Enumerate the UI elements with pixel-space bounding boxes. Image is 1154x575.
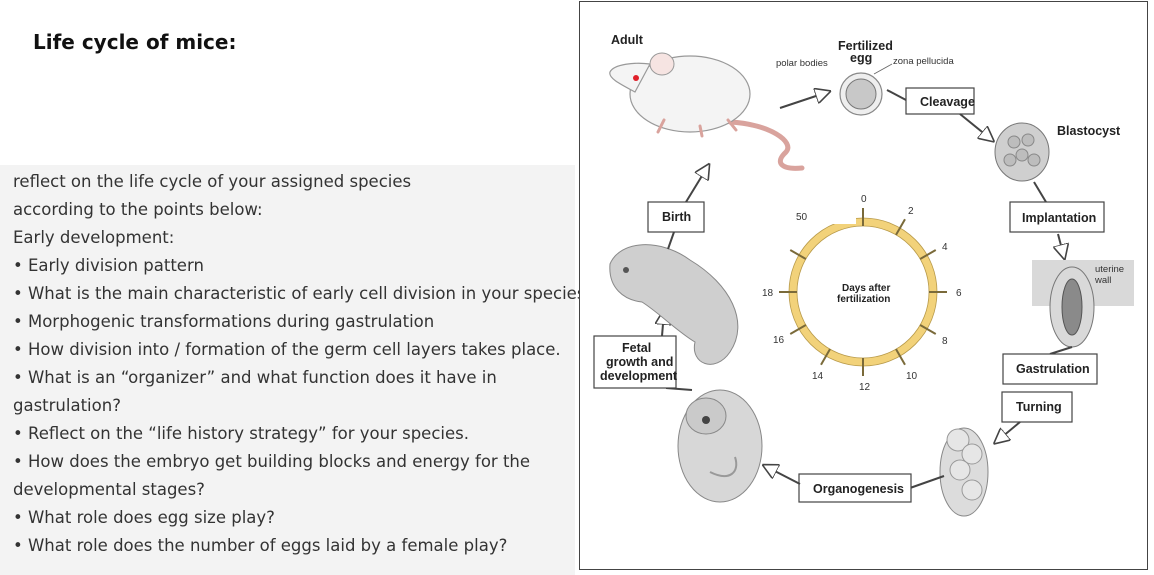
note-line: • What is the main characteristic of ear… bbox=[13, 284, 595, 303]
blastocyst bbox=[994, 122, 1050, 182]
tick-label-10: 10 bbox=[906, 371, 918, 382]
arrow-cleavage-to-blastocyst bbox=[959, 113, 992, 140]
box-turning bbox=[1001, 391, 1073, 423]
clock-tick bbox=[895, 218, 906, 236]
note-line: reflect on the life cycle of your assign… bbox=[13, 172, 412, 191]
label-implantation: Implantation bbox=[1022, 211, 1096, 225]
arrow-blastocyst-to-implantation bbox=[1033, 181, 1047, 203]
arrow-uterus-to-gastrulation bbox=[1049, 346, 1073, 355]
note-line: • What role does egg size play? bbox=[13, 508, 275, 527]
label-days-after-1: Days after bbox=[842, 283, 890, 294]
mouse-tail bbox=[727, 119, 805, 171]
label-birth: Birth bbox=[662, 210, 691, 224]
clock-tick bbox=[919, 249, 937, 260]
arrow-embryo-to-organogenesis bbox=[909, 475, 945, 489]
note-line: • How does the embryo get building block… bbox=[13, 452, 531, 471]
clock-tick-labels: 0 2 4 6 8 10 12 14 16 18 50 bbox=[762, 194, 962, 393]
late-fetus bbox=[609, 244, 739, 365]
clock-gap bbox=[830, 202, 856, 224]
arrow-organogenesis-to-fetus bbox=[765, 466, 801, 485]
reflection-notes: reflect on the life cycle of your assign… bbox=[0, 165, 594, 575]
clock-tick bbox=[919, 324, 937, 335]
arrow-fetus-to-birth bbox=[667, 231, 675, 250]
label-organogenesis: Organogenesis bbox=[813, 482, 904, 496]
turning-embryo bbox=[939, 427, 989, 517]
note-line: • Reflect on the “life history strategy”… bbox=[13, 424, 469, 443]
note-line: • Morphogenic transformations during gas… bbox=[13, 312, 435, 331]
mouse-eye bbox=[633, 75, 639, 81]
label-uterine-2: wall bbox=[1094, 275, 1111, 286]
label-fertilized-2: egg bbox=[850, 51, 872, 65]
arrow-adult-to-egg bbox=[779, 92, 828, 109]
label-fetal-2: growth and bbox=[606, 355, 673, 369]
arrow-birth-to-adult bbox=[685, 166, 708, 203]
clock-tick bbox=[789, 324, 807, 335]
clock-tick bbox=[820, 348, 831, 366]
arrow-egg-to-cleavage bbox=[886, 89, 907, 101]
note-line: • What is an “organizer” and what functi… bbox=[13, 368, 497, 387]
tick-label-8: 8 bbox=[942, 336, 948, 347]
label-fetal-3: development bbox=[600, 369, 678, 383]
box-gastrulation bbox=[1002, 353, 1098, 385]
box-cleavage bbox=[905, 87, 975, 115]
clock-ticks bbox=[779, 208, 947, 376]
life-cycle-diagram: Adult polar bodies Fertilized egg zona p… bbox=[593, 33, 1134, 517]
tick-label-6: 6 bbox=[956, 288, 962, 299]
mouse-head bbox=[609, 62, 651, 93]
clock-tick bbox=[895, 348, 906, 366]
box-organogenesis bbox=[798, 473, 912, 503]
box-birth bbox=[647, 201, 705, 233]
organogenesis-embryo bbox=[677, 389, 763, 503]
note-line: • What role does the number of eggs laid… bbox=[13, 536, 508, 555]
note-line: • Early division pattern bbox=[13, 256, 204, 275]
tick-label-18: 18 bbox=[762, 288, 774, 299]
page-title: Life cycle of mice: bbox=[33, 30, 237, 54]
label-zona-pellucida: zona pellucida bbox=[893, 56, 954, 67]
tick-label-16: 16 bbox=[773, 335, 785, 346]
mouse-feet bbox=[656, 118, 738, 138]
note-line: Early development: bbox=[13, 228, 175, 247]
label-cleavage: Cleavage bbox=[920, 95, 975, 109]
label-uterine-1: uterine bbox=[1095, 264, 1124, 275]
fertilized-egg bbox=[839, 63, 893, 116]
box-fetal-growth bbox=[593, 335, 677, 389]
tick-label-2: 2 bbox=[908, 206, 914, 217]
label-polar-bodies: polar bodies bbox=[776, 58, 828, 69]
note-line: gastrulation? bbox=[13, 396, 121, 415]
note-line: according to the points below: bbox=[13, 200, 263, 219]
label-adult: Adult bbox=[611, 33, 644, 47]
mouse-ear bbox=[649, 52, 675, 76]
note-line: • How division into / formation of the g… bbox=[13, 340, 561, 359]
note-line: developmental stages? bbox=[13, 480, 205, 499]
arrow-implantation-to-uterus bbox=[1058, 233, 1064, 257]
label-blastocyst: Blastocyst bbox=[1057, 124, 1121, 138]
days-clock: Days after fertilization bbox=[779, 202, 947, 376]
label-fetal-1: Fetal bbox=[622, 341, 651, 355]
adult-mouse bbox=[609, 52, 805, 171]
arrow-turning-to-embryo bbox=[996, 421, 1021, 442]
tick-label-12: 12 bbox=[859, 382, 871, 393]
box-implantation bbox=[1009, 201, 1105, 233]
tick-label-50: 50 bbox=[796, 212, 808, 223]
tick-label-4: 4 bbox=[942, 242, 948, 253]
life-cycle-figure: Adult polar bodies Fertilized egg zona p… bbox=[579, 1, 1148, 570]
clock-tick bbox=[789, 249, 807, 260]
tick-label-0: 0 bbox=[861, 194, 867, 205]
label-fertilized-1: Fertilized bbox=[838, 39, 893, 53]
label-turning: Turning bbox=[1016, 400, 1062, 414]
uterine-implant bbox=[1032, 260, 1134, 348]
label-days-after-2: fertilization bbox=[837, 294, 890, 305]
label-gastrulation: Gastrulation bbox=[1016, 362, 1090, 376]
tick-label-14: 14 bbox=[812, 371, 824, 382]
